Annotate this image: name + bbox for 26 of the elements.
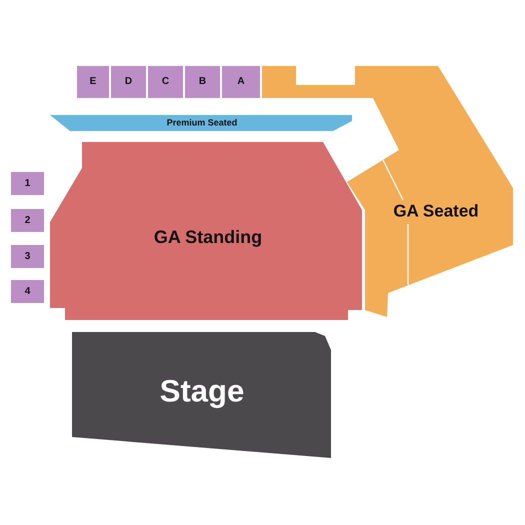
premium-seating-section (50, 115, 352, 131)
seated-area (262, 66, 513, 317)
seating-section (185, 66, 220, 98)
seating-section (11, 172, 44, 195)
seating-section (111, 66, 146, 98)
section-label: B (198, 77, 206, 87)
section-label: 2 (24, 216, 30, 226)
section-label: E (90, 77, 96, 87)
seating-section (11, 209, 44, 232)
seating-section (77, 66, 109, 98)
section-label: 4 (24, 286, 30, 296)
section-label: 3 (24, 252, 30, 262)
section-label: C (162, 77, 170, 87)
seating-section (148, 66, 183, 98)
stage (72, 332, 331, 458)
area-label: GA Seated (393, 202, 479, 220)
stage-label: Stage (160, 376, 244, 406)
seating-section (11, 280, 44, 303)
section-label: Premium Seated (166, 118, 238, 128)
seating-section (222, 66, 260, 98)
standing-area (50, 142, 362, 320)
area-label: GA Standing (154, 228, 262, 246)
seating-section (11, 245, 44, 268)
section-label: A (237, 77, 245, 87)
section-label: 1 (24, 178, 30, 188)
section-label: D (124, 77, 132, 87)
